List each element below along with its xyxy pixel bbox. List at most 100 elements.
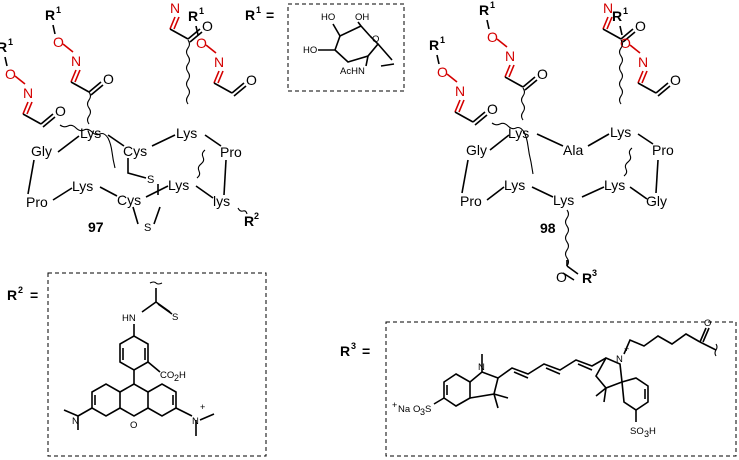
atom-label: 3 xyxy=(592,268,597,278)
r3-box xyxy=(385,321,737,457)
atom-label: Gly xyxy=(31,143,52,159)
atom-label: lys xyxy=(213,193,230,209)
bond-line xyxy=(433,397,445,405)
bond-line xyxy=(195,185,214,199)
wavy-link xyxy=(623,147,633,177)
r1-box xyxy=(287,3,405,92)
bond-line xyxy=(629,186,648,200)
bond-line xyxy=(132,206,161,225)
bond-line xyxy=(699,327,710,343)
atom-label: O xyxy=(556,269,567,285)
atom-label: 2 xyxy=(174,373,179,383)
r2-definition: R 2 = S HN CO 2 H O N N + xyxy=(7,272,267,457)
bond-line xyxy=(489,134,510,151)
atom-label: HO xyxy=(303,45,317,56)
atom-label: OH xyxy=(355,12,369,23)
atom-label: O xyxy=(704,318,711,329)
r1-definition: R 1 = HO OH HO O AcHN xyxy=(245,3,405,92)
bond-line xyxy=(365,43,395,67)
wavy-link xyxy=(59,124,116,169)
atom-label: Pro xyxy=(460,193,482,209)
atom-label: SO xyxy=(630,426,644,437)
bond-line xyxy=(0,36,67,128)
atom-label: N xyxy=(478,362,485,373)
bond-line xyxy=(145,185,169,198)
atom-label: R xyxy=(244,213,254,229)
bond-line xyxy=(99,186,118,197)
r3-definition: R 3 = N + Na O 3 S N + SO 3 H O xyxy=(340,318,737,457)
bond-line xyxy=(223,159,227,196)
atom-label: Lys xyxy=(604,177,625,193)
atom-label: H xyxy=(179,370,186,381)
atom-label: Lys xyxy=(508,125,529,141)
atom-label: 1 xyxy=(256,5,261,15)
atom-label: + xyxy=(200,402,205,412)
atom-label: HO xyxy=(321,12,335,23)
wavy-link xyxy=(149,281,163,285)
atom-label: N xyxy=(72,416,79,427)
bond-line xyxy=(611,5,682,97)
bond-line xyxy=(332,21,371,38)
bond-line xyxy=(141,288,173,315)
wavy-link xyxy=(564,209,570,267)
bond-line xyxy=(119,324,149,371)
wavy-link xyxy=(237,207,248,215)
atom-label: R xyxy=(340,343,350,359)
atom-label: Lys xyxy=(176,125,197,141)
atom-label: Pro xyxy=(220,144,242,160)
bond-line xyxy=(127,158,159,195)
bond-line xyxy=(147,383,177,417)
bond-line xyxy=(119,383,149,417)
bond-line xyxy=(27,159,35,195)
bond-line xyxy=(57,135,80,153)
bond-line xyxy=(655,159,659,194)
wavy-link xyxy=(196,149,206,179)
bond-line xyxy=(461,159,469,194)
atom-label: Lys xyxy=(610,124,631,140)
atom-label: O xyxy=(372,34,379,45)
atom-label: Lys xyxy=(72,178,93,194)
bond-line xyxy=(63,407,93,430)
atom-label: S xyxy=(144,222,151,234)
atom-label: = xyxy=(30,287,38,303)
atom-label: S xyxy=(425,404,431,415)
atom-label: Lys xyxy=(504,177,525,193)
bond-line xyxy=(147,361,161,373)
atom-label: HN xyxy=(122,313,136,324)
atom-label: S xyxy=(147,174,154,186)
r2-box xyxy=(47,272,267,457)
bond-line xyxy=(562,260,579,281)
oxime-arm-1 xyxy=(478,0,549,91)
bond-line xyxy=(536,133,564,147)
bond-line xyxy=(497,357,607,379)
bond-line xyxy=(428,34,499,126)
bond-line xyxy=(513,363,593,379)
atom-label: N xyxy=(616,354,623,365)
bond-line xyxy=(531,186,554,198)
wavy-link xyxy=(491,122,534,175)
atom-label: 3 xyxy=(351,341,356,351)
bond-line xyxy=(318,35,380,63)
bond-line xyxy=(699,341,717,351)
compound-97: Lys Cys Lys Gly Pro Lys Cys Lys Pro lys … xyxy=(0,0,259,235)
bond-line xyxy=(637,133,654,145)
atom-label: AcHN xyxy=(340,66,365,77)
bond-line xyxy=(581,186,605,198)
bond-line xyxy=(204,134,222,147)
atom-label: Lys xyxy=(553,192,574,208)
atom-label: CO xyxy=(160,370,174,381)
bond-line xyxy=(595,387,607,403)
atom-label: Gly xyxy=(646,193,667,209)
bond-line xyxy=(91,383,121,417)
bond-line xyxy=(493,393,509,409)
atom-label: H xyxy=(649,426,656,437)
bond-line xyxy=(151,134,176,147)
wavy-link xyxy=(714,343,718,357)
oxime-arm-3 xyxy=(611,5,682,97)
bond-line xyxy=(175,407,215,436)
atom-label: S xyxy=(172,312,178,323)
atom-label: Ala xyxy=(563,142,583,158)
bond-line xyxy=(107,134,125,147)
bond-line xyxy=(595,356,623,389)
